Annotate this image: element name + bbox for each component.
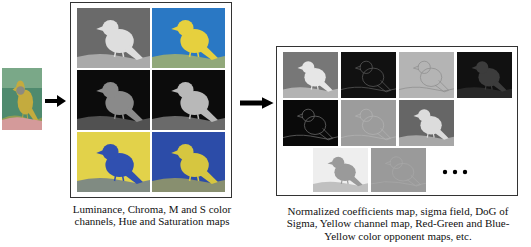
derived-maps (283, 52, 512, 192)
ellipsis-dots (443, 170, 467, 174)
feature-maps (77, 8, 225, 192)
input-arrow (45, 95, 66, 107)
map-panel: Normalized coefficients map, sigma field… (276, 46, 518, 196)
panel-caption: Normalized coefficients map, sigma field… (273, 205, 523, 242)
flow-arrow (240, 101, 264, 106)
panel-caption: Luminance, Chroma, M and S color channel… (68, 203, 236, 228)
map-panel: Luminance, Chroma, M and S color channel… (70, 2, 232, 198)
bird-photo (2, 68, 42, 130)
